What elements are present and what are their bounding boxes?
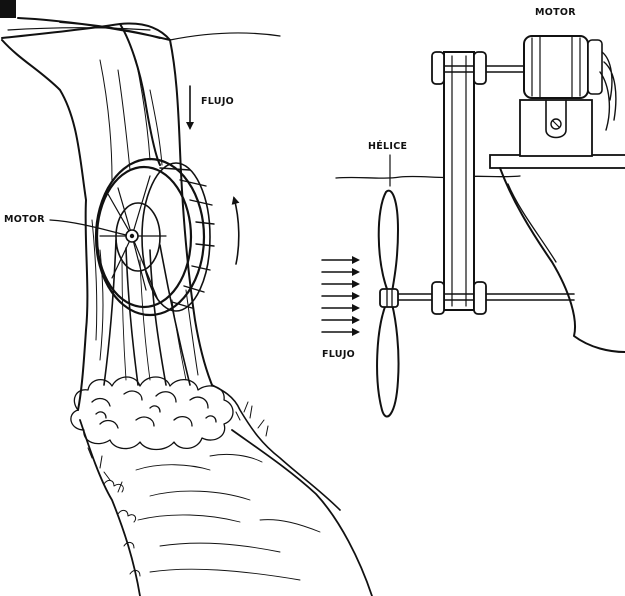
flow-label-right: FLUJO: [322, 349, 355, 360]
cliff-left-face: [1, 39, 89, 411]
motor-label-right: MOTOR: [535, 7, 576, 18]
motor-leader-line: [49, 219, 127, 236]
cliff-right: [211, 384, 341, 511]
flow-arrows-right: [321, 256, 360, 336]
river-bank-bushes: [103, 479, 141, 577]
foam-clouds: [70, 376, 234, 451]
flow-label-left: FLUJO: [201, 96, 234, 107]
propeller-blade-bottom: [376, 303, 400, 418]
water-wheel: [94, 157, 215, 317]
river: [79, 419, 373, 596]
waterfall-figure: FLUJO MOTOR: [0, 0, 373, 596]
belt-drive: [395, 51, 575, 315]
propeller: [376, 189, 400, 418]
motor: [485, 35, 617, 157]
water-streaks: [91, 59, 199, 376]
propeller-label: HÉLICE: [368, 140, 407, 152]
water-surface: [335, 175, 521, 179]
water-jet: [103, 239, 191, 386]
grass: [87, 401, 269, 493]
boat-hull: [489, 154, 625, 353]
propeller-hub: [379, 288, 399, 308]
propeller-blade-top: [377, 189, 400, 293]
propeller-figure: MOTOR HÉLICE FLUJO: [321, 7, 625, 418]
waterfall-front: [119, 23, 161, 166]
corner-mark: [0, 0, 16, 18]
motor-label-left: MOTOR: [4, 214, 45, 225]
rotation-arrow: [231, 196, 240, 265]
